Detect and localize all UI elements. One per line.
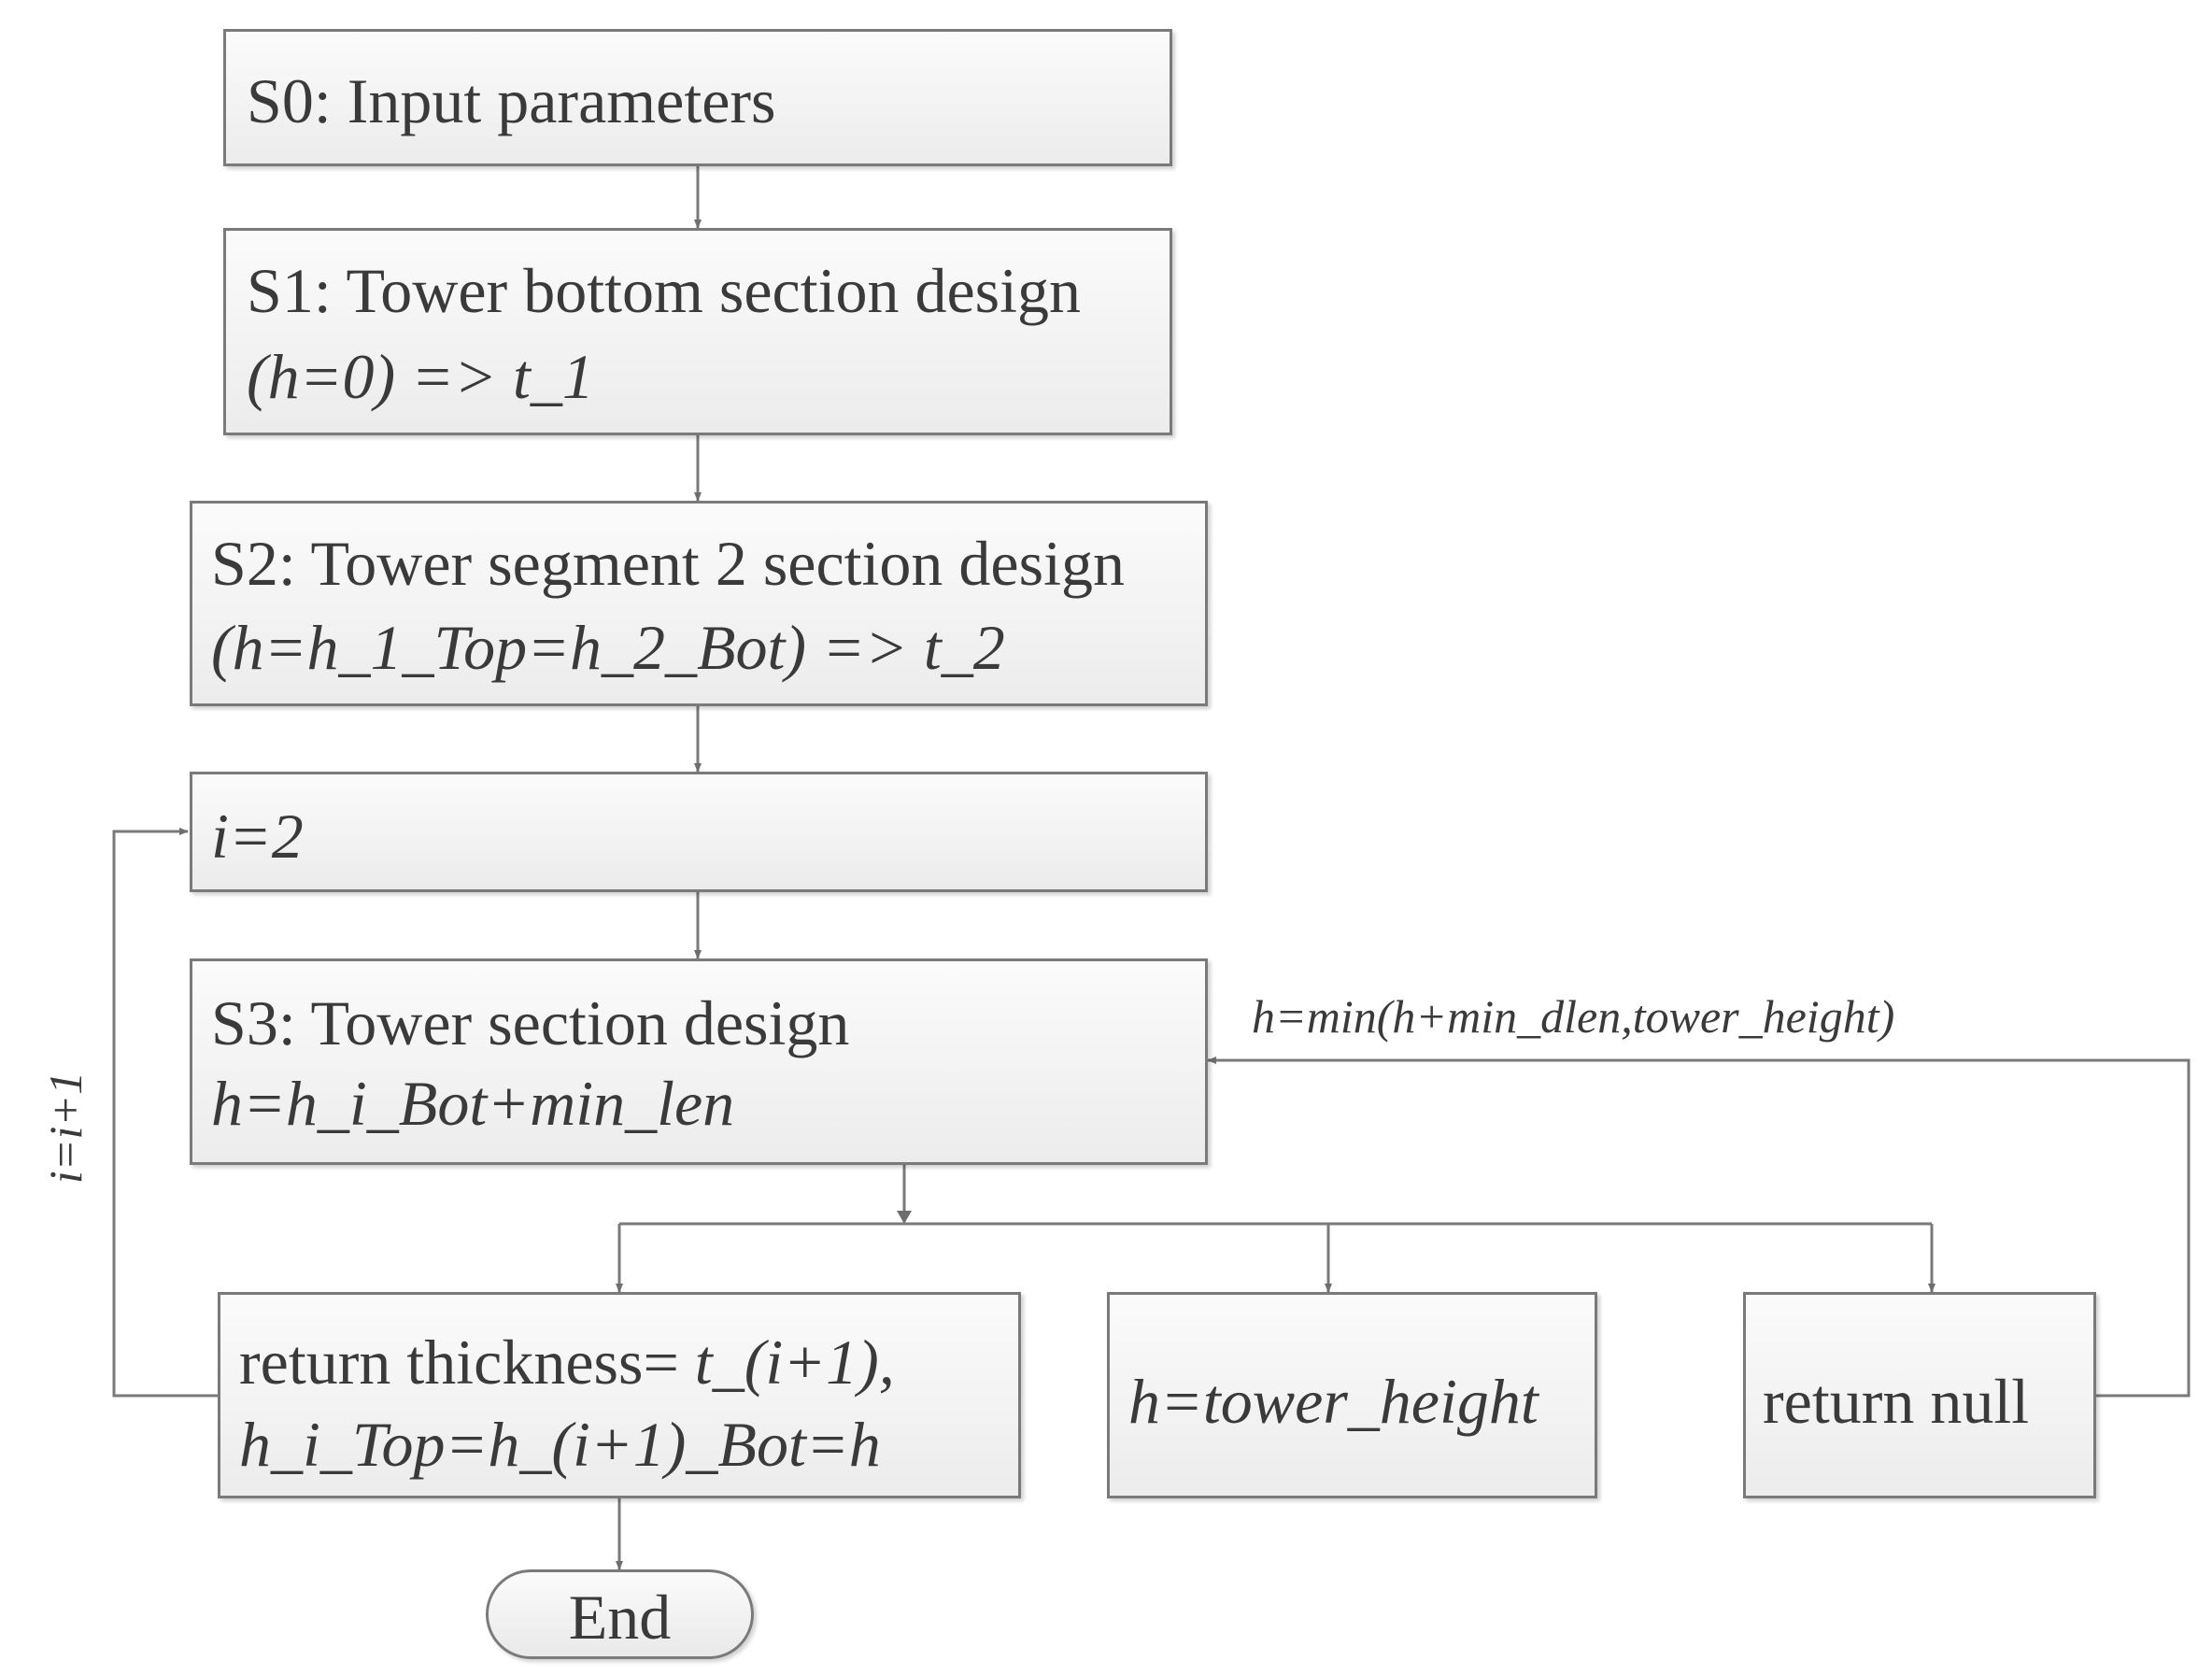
node-return-null: return null <box>1743 1292 2096 1498</box>
loop-increment-i <box>112 828 218 1398</box>
s1-label: S1: Tower bottom section design <box>247 255 1082 326</box>
node-return-thickness: return thickness= t_(i+1), h_i_Top=h_(i+… <box>218 1292 1021 1498</box>
node-s3-tower-section-design: S3: Tower section design h=h_i_Bot+min_l… <box>190 958 1208 1165</box>
s3-label: S3: Tower section design <box>211 987 850 1058</box>
node-end: End <box>486 1569 754 1659</box>
return-thickness-value: t_(i+1), <box>694 1327 895 1398</box>
edge-label-update-h: h=min(h+min_dlen,tower_height) <box>1252 990 1895 1043</box>
arrow-s3-split-head <box>897 1211 912 1224</box>
node-tower-height: h=tower_height <box>1107 1292 1597 1498</box>
return-thickness-formula: h_i_Top=h_(i+1)_Bot=h <box>239 1409 881 1480</box>
node-init-i: i=2 <box>190 772 1208 892</box>
s2-label: S2: Tower segment 2 section design <box>211 528 1125 599</box>
end-label: End <box>568 1582 672 1653</box>
s3-formula: h=h_i_Bot+min_len <box>211 1068 735 1139</box>
tower-height-label: h=tower_height <box>1128 1366 1538 1437</box>
s0-label: S0: Input parameters <box>247 65 776 136</box>
s1-formula: (h=0) => t_1 <box>247 341 594 412</box>
return-thickness-text: return thickness= <box>239 1327 695 1398</box>
node-s1-tower-bottom-section: S1: Tower bottom section design (h=0) =>… <box>223 228 1172 435</box>
node-s2-tower-segment-2-section: S2: Tower segment 2 section design (h=h_… <box>190 501 1208 706</box>
init-label: i=2 <box>211 801 304 872</box>
return-thickness-label: return thickness= t_(i+1), <box>239 1330 895 1394</box>
return-null-label: return null <box>1763 1366 2030 1437</box>
s2-formula: (h=h_1_Top=h_2_Bot) => t_2 <box>211 612 1005 683</box>
edge-label-increment-i: i=i+1 <box>39 1071 92 1185</box>
loop-update-h <box>1207 1057 2191 1398</box>
node-s0-input-parameters: S0: Input parameters <box>223 29 1172 166</box>
